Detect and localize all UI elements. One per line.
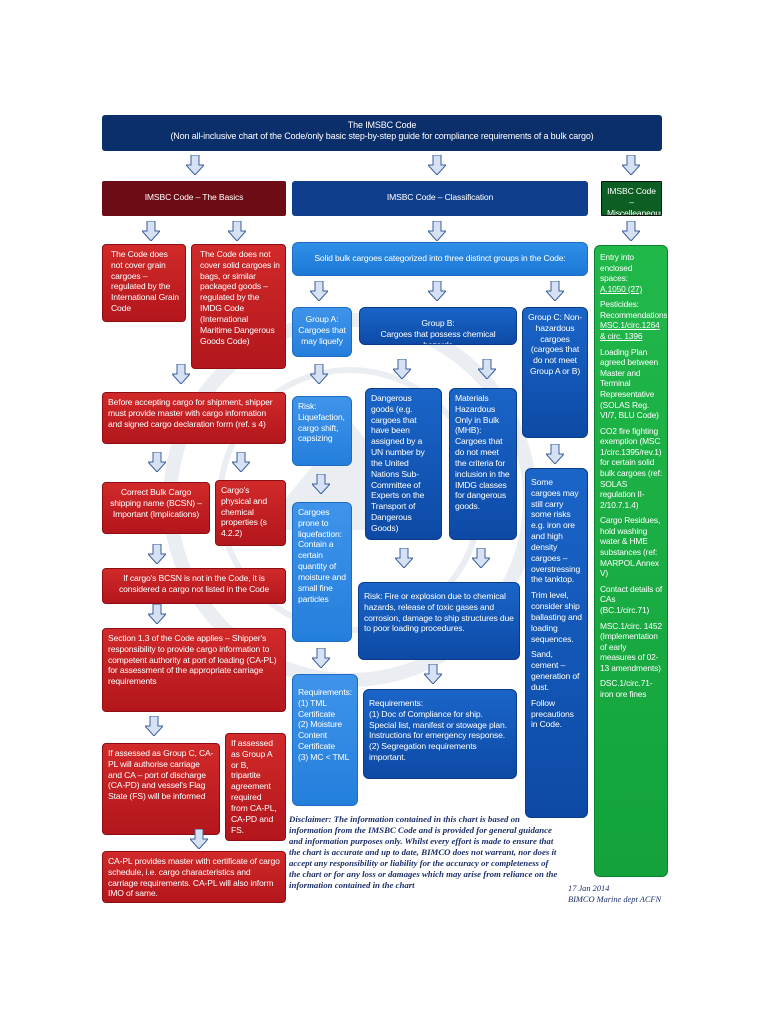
group-c-detail-item: Trim level, consider ship ballasting and… xyxy=(531,590,582,644)
arrow-icon xyxy=(228,221,246,241)
arrow-icon xyxy=(148,544,166,564)
dangerous-goods-box: Dangerous goods (e.g. cargoes that have … xyxy=(365,388,442,540)
requirements-a-box: Requirements: (1) TML Certificate (2) Mo… xyxy=(292,674,358,806)
arrow-icon xyxy=(546,281,564,301)
group-b-title: Group B: xyxy=(421,318,455,328)
misc-link[interactable]: MSC.1/circ.1264 & circ. 1396 xyxy=(600,320,660,342)
group-c-box: Group C: Non-hazardous cargoes (cargoes … xyxy=(522,307,588,438)
arrow-icon xyxy=(424,664,442,684)
arrow-icon xyxy=(622,155,640,175)
main-title: The IMSBC Code xyxy=(347,120,417,130)
arrow-icon xyxy=(172,364,190,384)
column-header-misc: IMSBC Code – Miscelleaneous xyxy=(601,181,662,216)
arrow-icon xyxy=(148,452,166,472)
misc-item-enclosed-spaces: Entry into enclosed spaces: A.1050 (27) xyxy=(600,252,643,294)
requirements-a-item: (1) TML Certificate xyxy=(298,697,336,719)
arrow-icon xyxy=(428,155,446,175)
arrow-icon xyxy=(622,221,640,241)
group-ab-assessment-box: If assessed as Group A or B, tripartite … xyxy=(225,733,286,841)
column-header-classification: IMSBC Code – Classification xyxy=(292,181,588,216)
arrow-icon xyxy=(310,364,328,384)
misc-item-cargo-residues: Cargo Residues, hold washing water & HME… xyxy=(600,515,661,579)
arrow-icon xyxy=(186,155,204,175)
requirements-a-item: (3) MC < TML xyxy=(298,751,350,762)
arrow-icon xyxy=(478,359,496,379)
requirements-b-item: (1) Doc of Compliance for ship. Special … xyxy=(369,708,507,741)
disclaimer: Disclaimer: The information contained in… xyxy=(289,814,558,890)
requirements-a-item: (2) Moisture Content Certificate xyxy=(298,719,343,752)
arrow-icon xyxy=(145,716,163,736)
three-groups-box: Solid bulk cargoes categorized into thre… xyxy=(292,242,588,276)
chart-date: 17 Jan 2014 xyxy=(568,884,610,893)
cargoes-prone-box: Cargoes prone to liquefaction: Contain a… xyxy=(292,502,352,642)
arrow-icon xyxy=(428,221,446,241)
arrow-icon xyxy=(395,548,413,568)
requirements-a-title: Requirements: xyxy=(298,687,352,697)
group-c-detail-box: Some cargoes may still carry some risks … xyxy=(525,468,588,818)
group-c-detail-item: Sand, cement – generation of dust. xyxy=(531,649,580,692)
column-header-basics: IMSBC Code – The Basics xyxy=(102,181,286,216)
arrow-icon xyxy=(546,444,564,464)
arrow-icon xyxy=(148,604,166,624)
section-1-3-box: Section 1.3 of the Code applies – Shippe… xyxy=(102,628,286,712)
misc-item-loading-plan: Loading Plan agreed between Master and T… xyxy=(600,346,659,421)
misc-item-contact-details: Contact details of CAs (BC.1/circ.71) xyxy=(600,583,663,615)
requirements-b-title: Requirements: xyxy=(369,698,423,708)
group-c-detail-item: Follow precautions in Code. xyxy=(531,697,574,730)
arrow-icon xyxy=(393,359,411,379)
misc-item-msc-1452: MSC.1/circ. 1452 (Implementation of earl… xyxy=(600,620,662,673)
main-subtitle: (Non all-inclusive chart of the Code/onl… xyxy=(170,131,594,142)
certificate-box: CA-PL provides master with certificate o… xyxy=(102,851,286,903)
arrow-icon xyxy=(310,281,328,301)
arrow-icon xyxy=(142,221,160,241)
arrow-icon xyxy=(232,452,250,472)
physical-properties-box: Cargo's physical and chemical properties… xyxy=(215,480,286,546)
arrow-icon xyxy=(190,829,208,849)
misc-item-pesticides: Pesticides: Recommendations MSC.1/circ.1… xyxy=(600,299,668,342)
before-accepting-box: Before accepting cargo for shipment, shi… xyxy=(102,392,286,444)
misc-link[interactable]: A.1050 (27) xyxy=(600,283,643,294)
grain-cargo-box: The Code does not cover grain cargoes – … xyxy=(102,244,186,322)
requirements-b-box: Requirements: (1) Doc of Compliance for … xyxy=(363,689,517,779)
arrow-icon xyxy=(312,474,330,494)
group-c-assessment-box: If assessed as Group C, CA-PL will autho… xyxy=(102,743,220,835)
group-c-detail-item: Some cargoes may still carry some risks … xyxy=(531,477,581,585)
mhb-box: Materials Hazardous Only in Bulk (MHB): … xyxy=(449,388,517,540)
main-title-box: The IMSBC Code (Non all-inclusive chart … xyxy=(102,115,662,151)
risk-liquefaction-box: Risk: Liquefaction, cargo shift, capsizi… xyxy=(292,396,352,466)
group-b-subtitle: Cargoes that possess chemical hazards xyxy=(380,328,496,345)
misc-item-iron-ore: DSC.1/circ.71-iron ore fines xyxy=(600,678,653,699)
misc-item-co2: CO2 fire fighting exemption (MSC 1/circ.… xyxy=(600,425,663,510)
arrow-icon xyxy=(472,548,490,568)
group-b-box: Group B: Cargoes that possess chemical h… xyxy=(359,307,517,345)
chart-source: BIMCO Marine dept ACFN xyxy=(568,895,662,904)
group-a-box: Group A: Cargoes that may liquefy xyxy=(292,307,352,357)
arrow-icon xyxy=(428,281,446,301)
requirements-b-item: (2) Segregation requirements important. xyxy=(369,741,477,763)
correct-bcsn-box: Correct Bulk Cargo shipping name (BCSN) … xyxy=(102,482,210,534)
arrow-icon xyxy=(312,648,330,668)
misc-box: Entry into enclosed spaces: A.1050 (27) … xyxy=(594,245,668,877)
not-in-code-box: If cargo's BCSN is not in the Code, it i… xyxy=(102,568,286,604)
bagged-cargo-box: The Code does not cover solid cargoes in… xyxy=(191,244,286,369)
risk-chemical-box: Risk: Fire or explosion due to chemical … xyxy=(358,582,520,660)
